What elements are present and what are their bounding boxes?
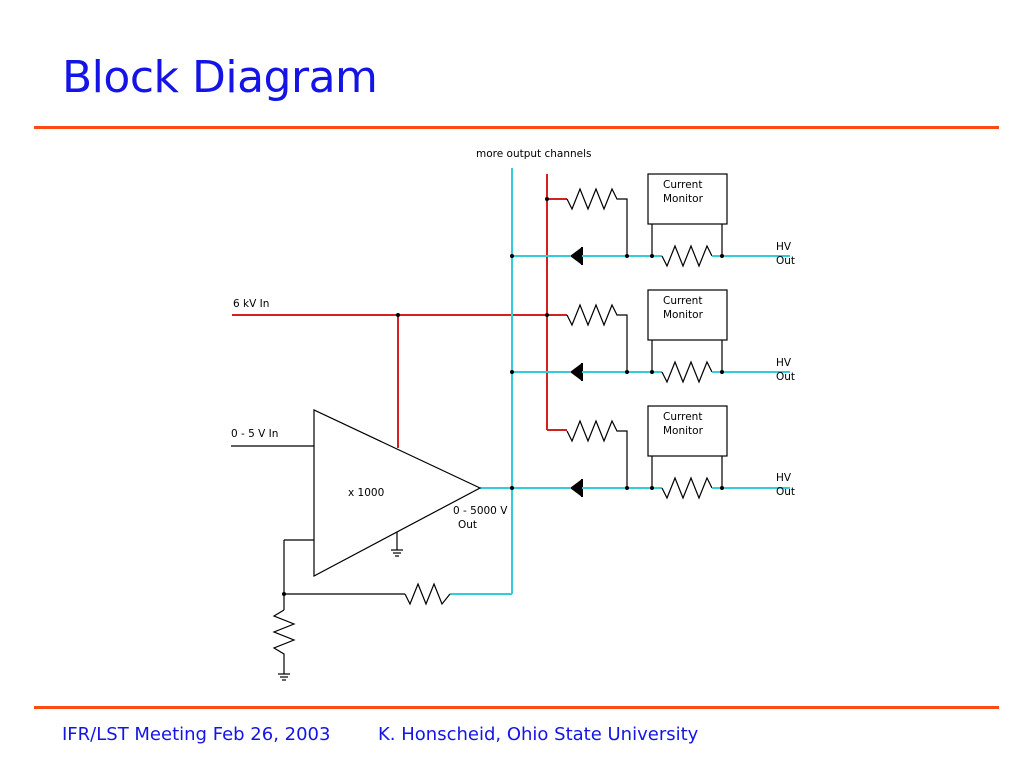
feedback-resistor [404, 582, 451, 606]
hv-out-label-3b: Out [776, 486, 795, 498]
control-input-label: 0 - 5 V In [231, 428, 278, 440]
hv-out-label-2a: HV [776, 357, 792, 369]
footer-meeting: IFR/LST Meeting Feb 26, 2003 [62, 724, 331, 745]
amplifier-gain-label: x 1000 [348, 487, 384, 499]
output-channel-3: Current Monitor HV Out [566, 405, 795, 499]
divider-resistor [272, 609, 296, 674]
hv-out-label-3a: HV [776, 472, 792, 484]
hv-out-label-1b: Out [776, 255, 795, 267]
hv-input-label: 6 kV In [233, 298, 269, 310]
current-monitor-label-2b: Monitor [663, 309, 704, 321]
output-channel-2: Current Monitor HV Out [566, 289, 795, 383]
hv-out-label-1a: HV [776, 241, 792, 253]
output-channel-1: Current Monitor HV Out [566, 173, 795, 267]
slide-title: Block Diagram [62, 52, 378, 103]
current-monitor-label-2a: Current [663, 295, 702, 307]
amplifier: x 1000 [313, 409, 482, 577]
more-output-channels-label: more output channels [476, 148, 592, 160]
current-monitor-label-3a: Current [663, 411, 702, 423]
hv-out-label-2b: Out [776, 371, 795, 383]
footer-author: K. Honscheid, Ohio State University [378, 724, 699, 745]
feedback-network [272, 539, 451, 681]
amplifier-output-label-2: Out [458, 519, 477, 531]
hv-supply-wiring [232, 174, 567, 448]
amplifier-output-label-1: 0 - 5000 V [453, 505, 508, 517]
current-monitor-label-1b: Monitor [663, 193, 704, 205]
output-bus [450, 168, 567, 595]
current-monitor-label-3b: Monitor [663, 425, 704, 437]
title-divider [34, 126, 999, 129]
footer-divider [34, 706, 999, 709]
current-monitor-label-1a: Current [663, 179, 702, 191]
